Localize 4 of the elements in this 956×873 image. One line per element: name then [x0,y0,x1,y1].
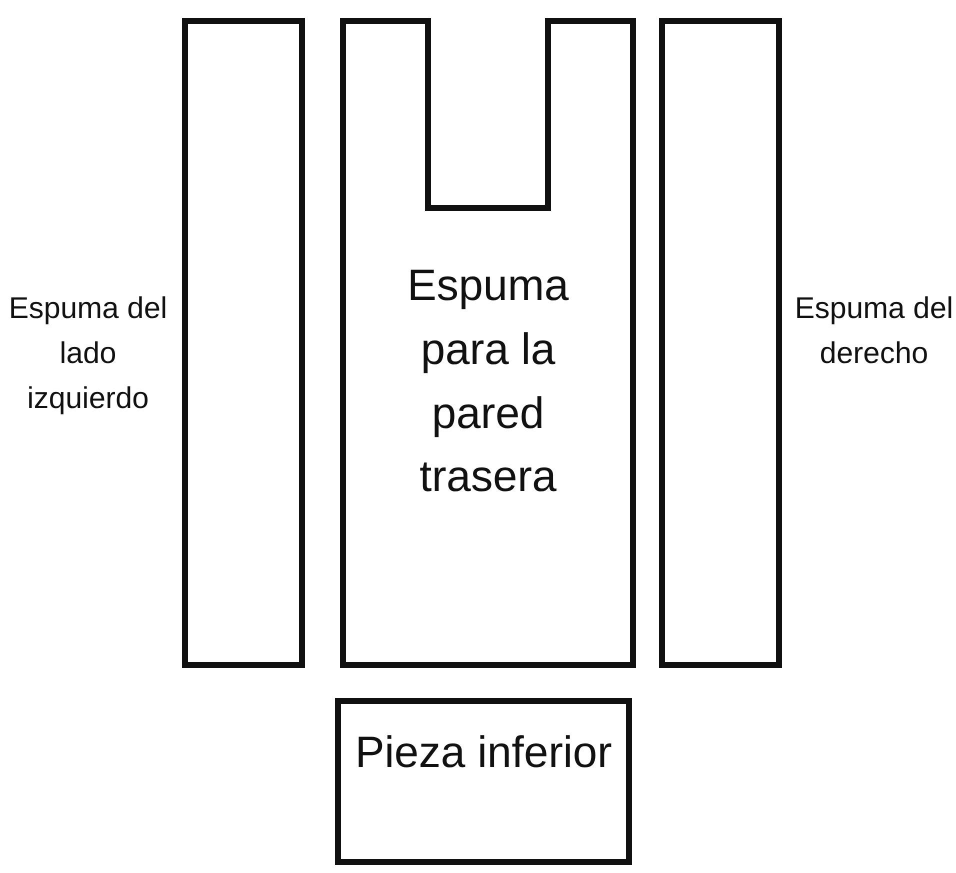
part-label: Pieza inferior [354,727,613,779]
part-label: Espuma del lado izquierdo [8,291,168,417]
part-label: Espuma para la pared trasera [406,260,570,504]
part-label: Espuma del derecho [794,291,954,372]
